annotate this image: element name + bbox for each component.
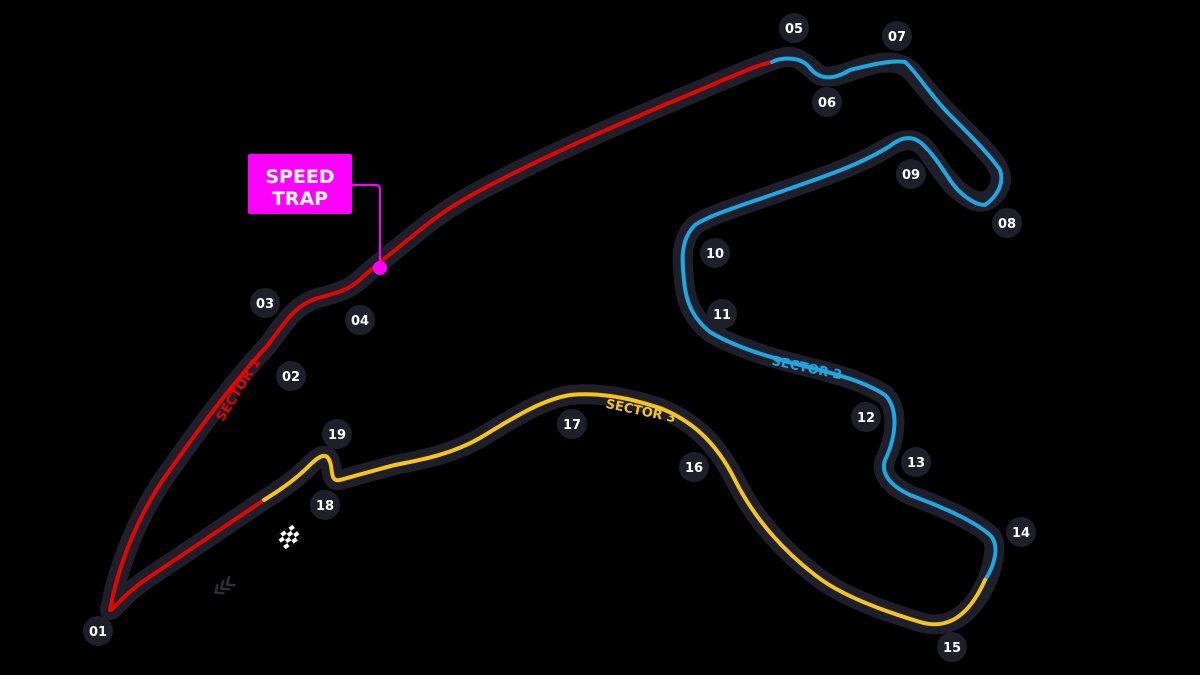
- turn-badge: [896, 159, 926, 189]
- turn-badge: [851, 402, 881, 432]
- speed-trap-dot: [373, 261, 387, 275]
- speed-trap-line1: SPEED: [265, 166, 334, 188]
- turn-marker-11: 11: [707, 299, 737, 329]
- turn-label: 03: [256, 297, 274, 312]
- sector-1-path: [108, 60, 774, 613]
- turn-marker-02: 02: [276, 361, 306, 391]
- turn-label: 13: [907, 456, 925, 471]
- turn-label: 07: [888, 30, 906, 45]
- turn-badge: [310, 490, 340, 520]
- turn-label: 12: [857, 411, 875, 426]
- turn-marker-08: 08: [992, 208, 1022, 238]
- turn-marker-01: 01: [83, 616, 113, 646]
- turn-badge: [345, 305, 375, 335]
- turn-label: 06: [818, 96, 836, 111]
- sector-3-path: [262, 392, 987, 627]
- turn-label: 11: [713, 308, 731, 323]
- turn-marker-06: 06: [812, 87, 842, 117]
- turn-label: 04: [351, 314, 369, 329]
- turn-badge: [937, 632, 967, 662]
- turn-marker-04: 04: [345, 305, 375, 335]
- turn-marker-15: 15: [937, 632, 967, 662]
- turn-marker-14: 14: [1006, 517, 1036, 547]
- speed-trap-leader-line: [352, 184, 381, 266]
- turn-label: 19: [328, 428, 346, 443]
- turn-label: 08: [998, 217, 1016, 232]
- turn-badge: [679, 452, 709, 482]
- turn-label: 01: [89, 625, 107, 640]
- turn-marker-03: 03: [250, 288, 280, 318]
- turn-marker-17: 17: [557, 409, 587, 439]
- turn-badge: [707, 299, 737, 329]
- turn-marker-16: 16: [679, 452, 709, 482]
- turn-label: 18: [316, 499, 334, 514]
- turn-marker-13: 13: [901, 447, 931, 477]
- turn-badge: [83, 616, 113, 646]
- turn-label: 09: [902, 168, 920, 183]
- speed-trap-line2: TRAP: [272, 188, 328, 210]
- turn-label: 14: [1012, 526, 1030, 541]
- sector-2-path: [680, 56, 1004, 582]
- turn-marker-09: 09: [896, 159, 926, 189]
- turn-badge: [812, 87, 842, 117]
- turn-label: 17: [563, 418, 581, 433]
- turn-label: 05: [785, 22, 803, 37]
- turn-marker-19: 19: [322, 419, 352, 449]
- turn-markers: 01 02 03 04 05 06 07 08 09 10 11 12 13 14 15 16 17 18 19: [83, 13, 1036, 662]
- turn-marker-12: 12: [851, 402, 881, 432]
- turn-badge: [250, 288, 280, 318]
- speed-trap-marker: SPEED TRAP: [248, 154, 387, 275]
- turn-badge: [779, 13, 809, 43]
- turn-badge: [992, 208, 1022, 238]
- turn-marker-18: 18: [310, 490, 340, 520]
- turn-badge: [322, 419, 352, 449]
- turn-label: 10: [706, 247, 724, 262]
- turn-badge: [901, 447, 931, 477]
- turn-marker-07: 07: [882, 21, 912, 51]
- turn-badge: [276, 361, 306, 391]
- turn-badge: [557, 409, 587, 439]
- direction-chevron-icon: [214, 575, 236, 595]
- turn-badge: [700, 238, 730, 268]
- turn-marker-05: 05: [779, 13, 809, 43]
- turn-marker-10: 10: [700, 238, 730, 268]
- turn-label: 15: [943, 641, 961, 656]
- checkered-flag-icon: [276, 524, 302, 550]
- turn-label: 02: [282, 370, 300, 385]
- turn-label: 16: [685, 461, 703, 476]
- turn-badge: [882, 21, 912, 51]
- turn-badge: [1006, 517, 1036, 547]
- speed-trap-box: [248, 154, 352, 214]
